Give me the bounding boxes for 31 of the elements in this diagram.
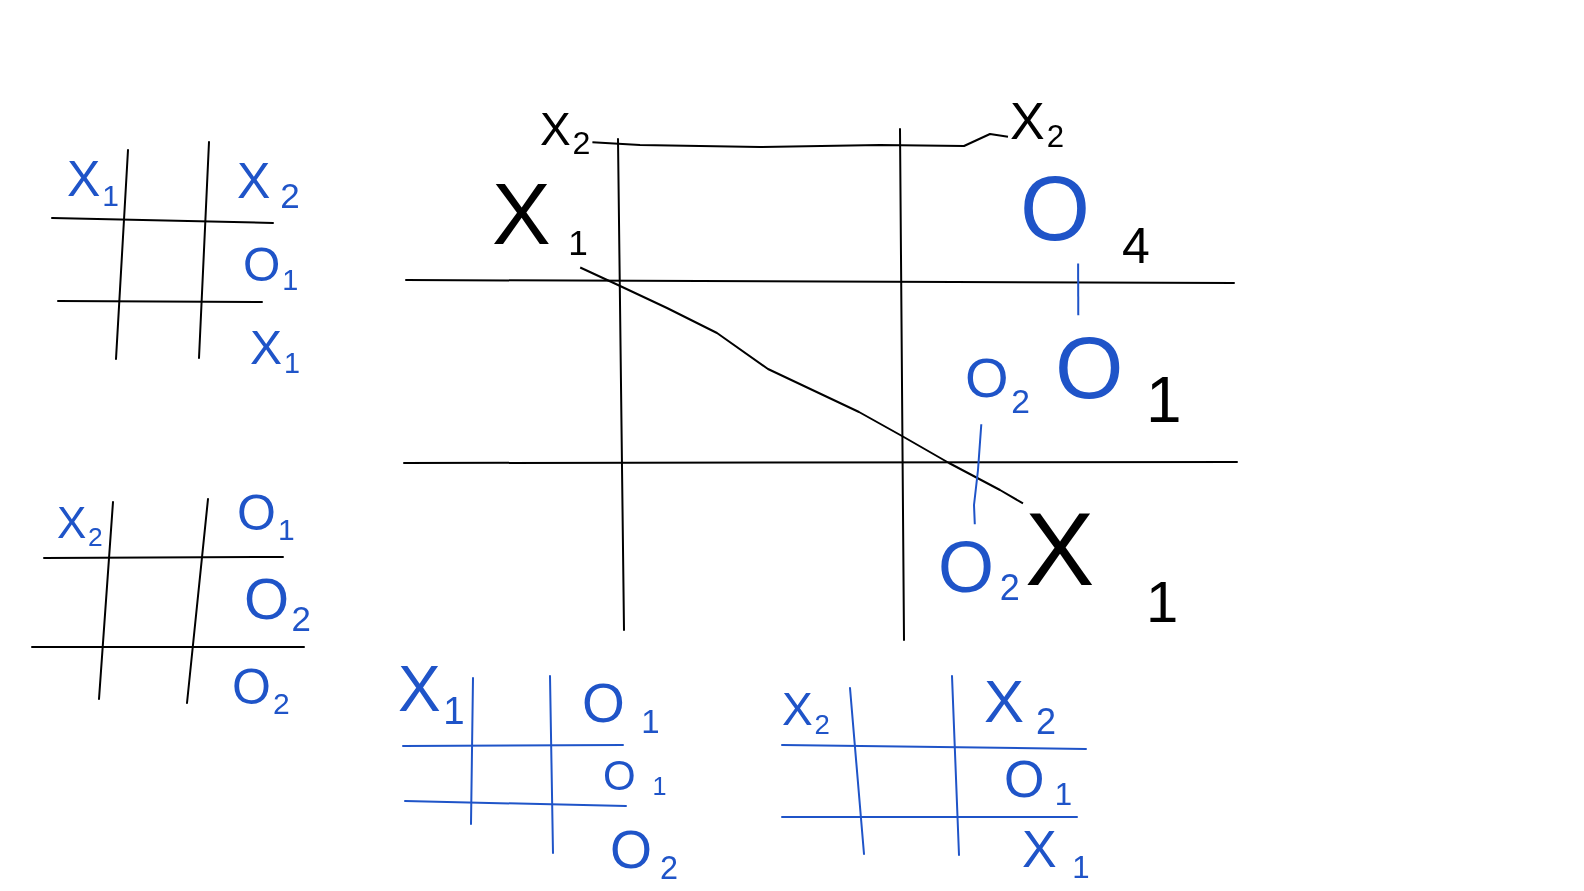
- handwritten-mark: X$_{2}$: [782, 683, 830, 743]
- handwritten-mark: X$_{2}$: [57, 497, 103, 554]
- handwritten-mark: O: [1020, 157, 1090, 262]
- handwritten-mark: X$_{2}$: [540, 103, 591, 164]
- handwritten-mark: O$_{2}$: [232, 658, 290, 722]
- handwritten-mark: O$_{2}$: [965, 346, 1031, 423]
- handwritten-mark: X$_{1}$: [492, 163, 588, 266]
- connecting-line: [579, 266, 1024, 505]
- index-number: 1: [1146, 363, 1182, 438]
- handwritten-mark: X$_{1}$: [1022, 820, 1090, 887]
- handwritten-mark: X$_{2}$: [1010, 92, 1065, 156]
- handwritten-mark: O: [1055, 317, 1124, 419]
- handwritten-mark: O$_{2}$: [244, 565, 311, 640]
- handwritten-mark: O$_{1}$: [582, 671, 660, 742]
- handwritten-mark: X: [1025, 490, 1095, 610]
- index-number: 4: [1122, 217, 1150, 275]
- handwritten-mark: O$_{1}$: [1004, 750, 1073, 814]
- handwritten-mark: X$_{2}$: [984, 666, 1057, 744]
- connecting-line: [591, 133, 1009, 148]
- handwritten-mark: O$_{1}$: [243, 236, 299, 299]
- index-number: 1: [1146, 568, 1179, 636]
- connecting-line: [973, 423, 983, 526]
- handwritten-mark: X$_{1}$: [67, 150, 120, 214]
- handwritten-mark: X$_{2}$: [237, 152, 300, 217]
- handwritten-mark: X$_{1}$: [250, 319, 300, 382]
- handwritten-mark: O$_{1}$: [237, 484, 295, 548]
- handwritten-mark: O$_{1}$: [603, 752, 667, 803]
- connecting-line: [1077, 262, 1080, 317]
- handwritten-mark: O$_{2}$: [610, 817, 679, 887]
- handwritten-mark: X$_{1}$: [398, 652, 465, 734]
- handwritten-mark: O$_{2}$: [938, 526, 1020, 611]
